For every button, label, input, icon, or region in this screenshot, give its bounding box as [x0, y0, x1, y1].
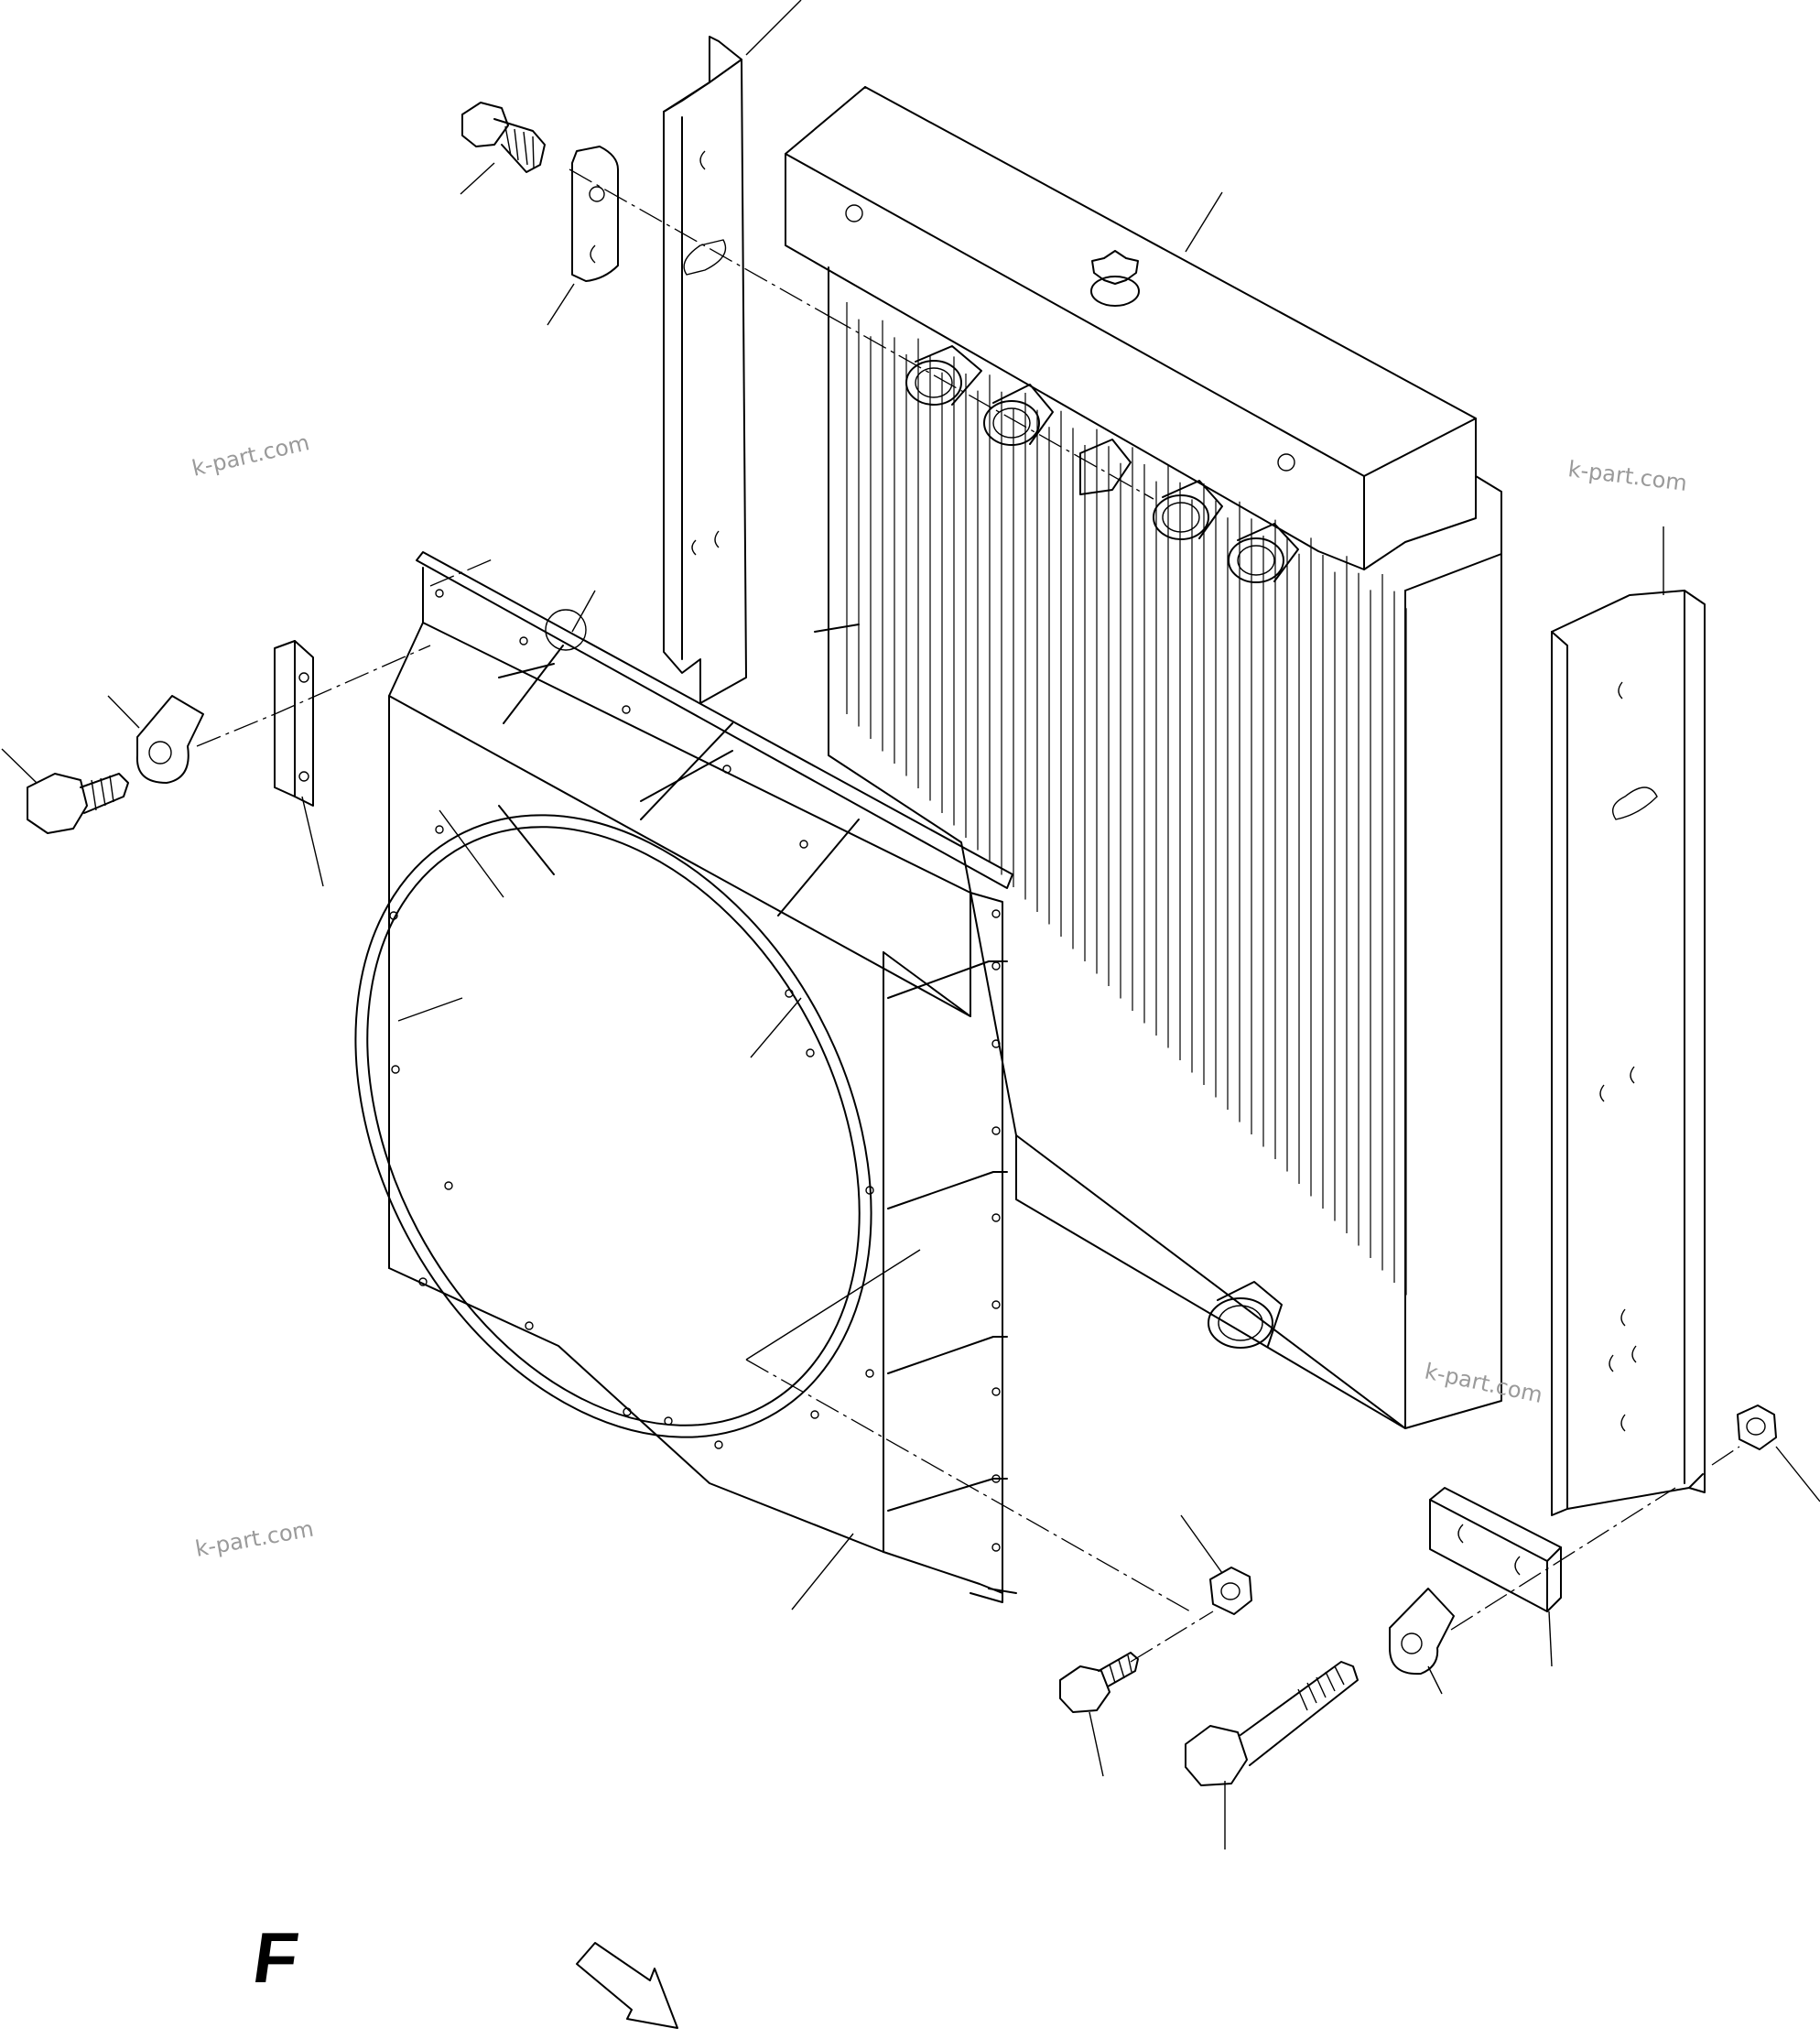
- arrow-right-icon: [576, 1942, 678, 2029]
- hex-bolt-icon: [27, 773, 129, 834]
- leader-lines: [1, 0, 1820, 1849]
- long-hex-bolt-icon: [1185, 1661, 1359, 1786]
- shroud-bolt-holes: [389, 589, 1001, 1552]
- hex-nut-icon: [1209, 1567, 1252, 1615]
- mounting-plate-icon: [274, 640, 314, 807]
- fan-shroud: [354, 551, 1017, 1603]
- front-label: F: [248, 1917, 303, 1998]
- radiator-pipes: [905, 345, 1299, 1349]
- tab-washer-icon: [1389, 1588, 1455, 1676]
- watermark-text: k-part.com: [1566, 456, 1688, 496]
- watermark-text: k-part.com: [193, 1516, 316, 1562]
- tab-washer-icon: [135, 695, 204, 784]
- right-side-bracket: [1551, 590, 1706, 1516]
- watermark-text: k-part.com: [1423, 1358, 1545, 1408]
- hex-bolt-icon: [1059, 1652, 1139, 1713]
- radiator-fins: [846, 302, 1407, 1296]
- front-direction-marker: F: [248, 1917, 678, 2029]
- mounting-plate-icon: [571, 146, 619, 282]
- hex-bolt-icon: [461, 102, 546, 173]
- watermarks: k-part.com k-part.com k-part.com k-part.…: [190, 429, 1688, 1562]
- watermark-text: k-part.com: [190, 429, 312, 482]
- fan-ring: [354, 814, 872, 1438]
- mounting-plate-icon: [1429, 1487, 1562, 1612]
- assembly-center-lines: [196, 168, 1740, 1663]
- left-side-bracket: [663, 36, 747, 704]
- radiator-cap-icon: [1090, 250, 1140, 307]
- radiator-core: [785, 86, 1502, 1429]
- hex-nut-icon: [1737, 1405, 1777, 1450]
